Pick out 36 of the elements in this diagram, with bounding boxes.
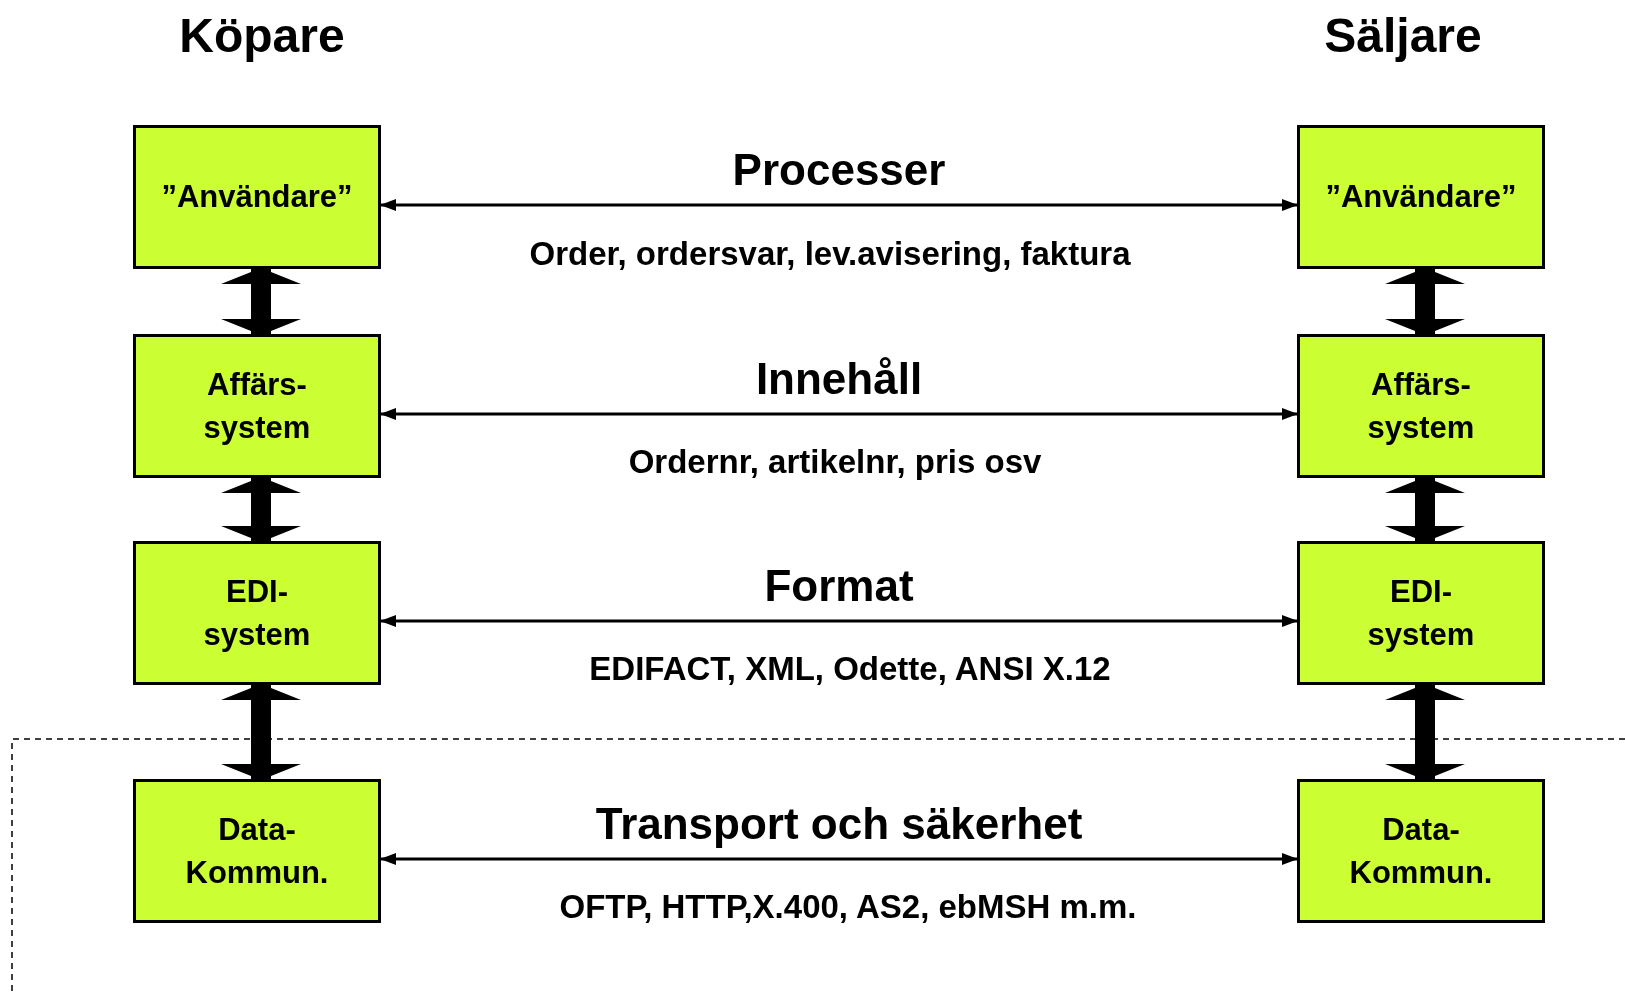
system-box (1297, 541, 1545, 685)
system-box (133, 125, 381, 269)
column-heading: Köpare (179, 8, 345, 63)
double-arrow (380, 615, 1298, 627)
edge-label: Transport och säkerhet (595, 799, 1083, 849)
double-arrow (380, 853, 1298, 865)
box-label: Affärs- system (203, 365, 311, 447)
box-label: ”Användare” (161, 178, 353, 217)
double-arrow (380, 199, 1298, 211)
system-box (1297, 125, 1545, 269)
edge-label: Format (764, 561, 914, 611)
system-box (133, 334, 381, 478)
box-label: Data- Kommun. (185, 810, 329, 892)
box-label: EDI- system (1367, 572, 1475, 654)
system-box (1297, 334, 1545, 478)
box-label: EDI- system (203, 572, 311, 654)
box-label: Data- Kommun. (1349, 810, 1493, 892)
thick-double-arrow (1385, 684, 1465, 780)
protocol-examples: OFTP, HTTP,X.400, AS2, ebMSH m.m. (559, 888, 1137, 926)
thick-double-arrow (1385, 477, 1465, 542)
double-arrow (380, 408, 1298, 420)
box-label: ”Användare” (1325, 178, 1517, 217)
column-heading: Säljare (1324, 8, 1482, 63)
format-examples: EDIFACT, XML, Odette, ANSI X.12 (589, 650, 1111, 688)
system-box (133, 541, 381, 685)
system-box (133, 779, 381, 923)
system-box (1297, 779, 1545, 923)
thick-double-arrow (1385, 268, 1465, 335)
edge-label: Innehåll (755, 354, 923, 404)
box-label: Affärs- system (1367, 365, 1475, 447)
thick-double-arrow (221, 684, 301, 780)
thick-double-arrow (221, 268, 301, 335)
message-examples: Order, ordersvar, lev.avisering, faktura (529, 235, 1131, 273)
content-examples: Ordernr, artikelnr, pris osv (628, 443, 1042, 481)
thick-double-arrow (221, 477, 301, 542)
edge-label: Processer (732, 145, 946, 195)
